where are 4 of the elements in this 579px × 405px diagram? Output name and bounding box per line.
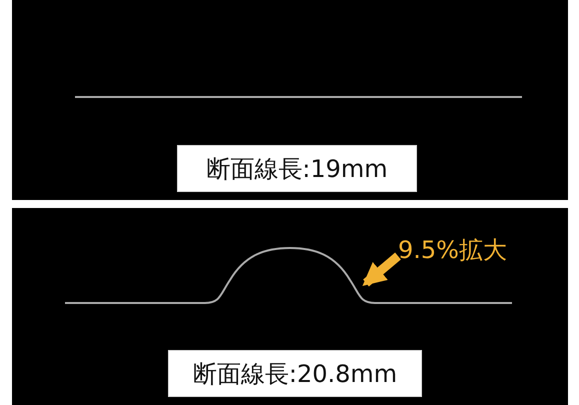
length-label: 断面線長:19mm [177, 145, 417, 192]
length-label: 断面線長:20.8mm [168, 350, 422, 397]
arrow [362, 252, 401, 286]
increase-label: 9.5%拡大 [398, 234, 518, 266]
